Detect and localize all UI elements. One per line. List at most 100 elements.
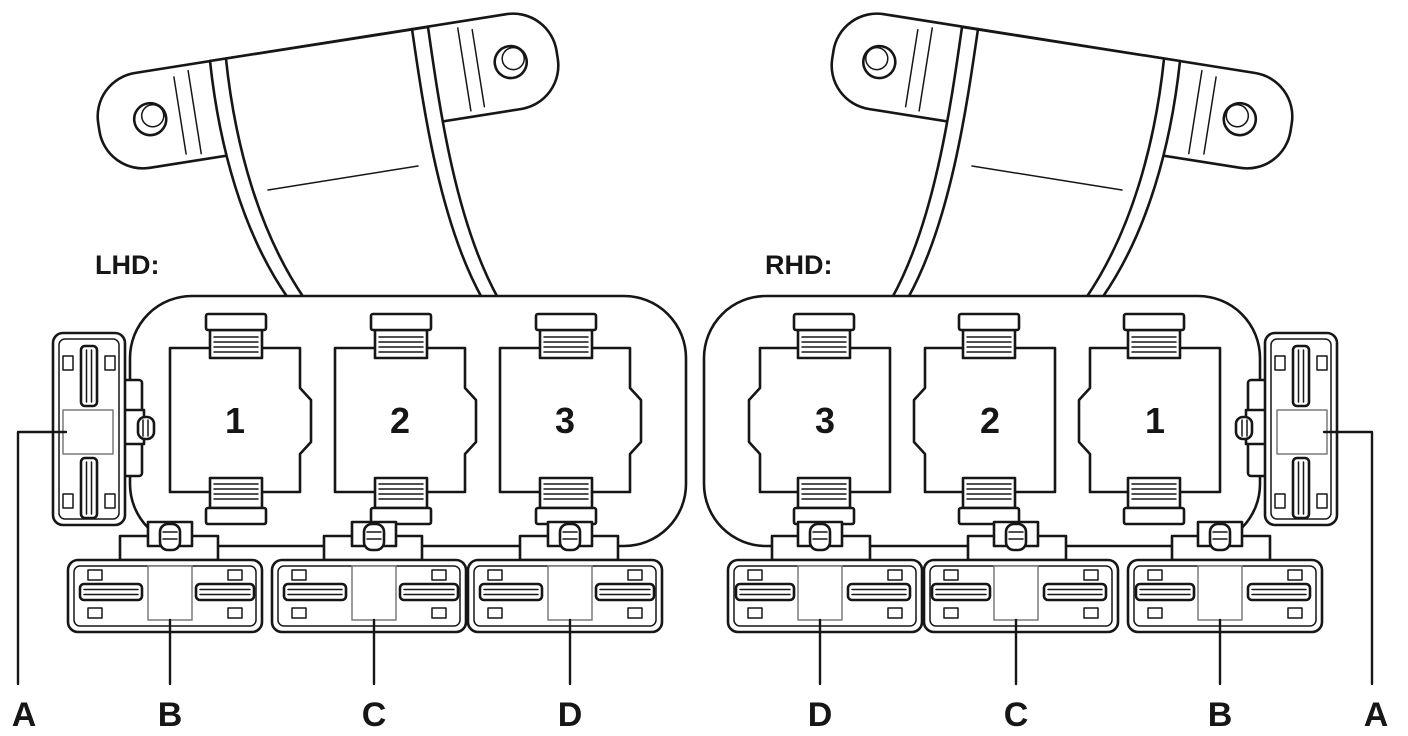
- rhd-bracket-strap: [890, 25, 1182, 300]
- clip-cap: [792, 312, 856, 332]
- connector-pin: [362, 522, 386, 552]
- connector-clip: [1083, 607, 1099, 619]
- lhd-bracket-hole-right: [493, 44, 529, 80]
- clip-grip-lines: [1131, 483, 1177, 500]
- connector-terminal-socket: [62, 409, 114, 455]
- bracket-ear-crease: [456, 27, 472, 112]
- connector-pin-ridges: [1008, 531, 1024, 540]
- rhd-connector-b: [1126, 520, 1324, 634]
- connector-clip: [1316, 493, 1328, 509]
- diagram-labels: LHD: 1 2 3 A B C D RHD: 3 2 1 D C B A: [12, 250, 1389, 734]
- connector-clip: [487, 607, 503, 619]
- lhd-connector-a: [51, 331, 156, 527]
- strap-leg-right-inner: [410, 27, 484, 300]
- connector-terminal-socket: [1276, 409, 1328, 455]
- lhd-callout-b: B: [158, 696, 183, 734]
- clip-base: [796, 476, 852, 510]
- blade-ridges: [403, 588, 455, 596]
- strap-fold-line: [971, 165, 1123, 191]
- clip-grip-lines: [543, 483, 589, 500]
- connector-pin: [158, 522, 182, 552]
- connector-blade-bottom: [79, 456, 99, 520]
- relay-top-clip: [534, 312, 598, 360]
- lhd-relay-socket-3: [498, 312, 643, 526]
- clip-grip-lines: [801, 483, 847, 500]
- connector-clip: [227, 569, 243, 581]
- connector-terminal-socket: [797, 565, 843, 621]
- strap-fold-line: [267, 165, 419, 191]
- clip-base: [1126, 476, 1182, 510]
- rhd-callout-d: D: [808, 696, 833, 734]
- connector-blade-right: [594, 582, 656, 602]
- bracket-hole-bore: [501, 46, 525, 71]
- strap-panel: [892, 27, 1180, 298]
- connector-pin: [136, 415, 156, 441]
- lhd-relay-number-3: 3: [555, 400, 575, 441]
- connector-blade-left: [1042, 582, 1108, 602]
- clip-base: [373, 328, 429, 360]
- blade-ridges: [1139, 588, 1191, 596]
- rhd-bracket-hole-right: [861, 44, 897, 80]
- rhd-relay-carrier-assembly: [702, 12, 1374, 686]
- connector-clip: [104, 493, 116, 509]
- rhd-connector-c: [922, 520, 1120, 634]
- clip-cap: [957, 506, 1021, 526]
- connector-pin-ridges: [162, 531, 178, 540]
- blade-ridges: [599, 588, 651, 596]
- lhd-heading: LHD:: [95, 250, 159, 280]
- clip-grip-lines: [966, 336, 1012, 353]
- rhd-callout-line-a: [1322, 430, 1374, 686]
- blade-ridges: [1297, 349, 1305, 403]
- blade-ridges: [83, 588, 139, 596]
- blade-ridges: [199, 588, 251, 596]
- blade-ridges: [851, 588, 907, 596]
- lhd-relay-number-2: 2: [390, 400, 410, 441]
- clip-grip-lines: [378, 336, 424, 353]
- connector-blade-top: [1291, 344, 1311, 408]
- clip-cap: [369, 506, 433, 526]
- connector-pin-ridges: [562, 531, 578, 540]
- connector-blade-right: [194, 582, 256, 602]
- connector-blade-right: [734, 582, 796, 602]
- connector-clip: [747, 569, 763, 581]
- connector-pin: [1004, 522, 1028, 552]
- connector-terminal-socket: [547, 565, 593, 621]
- connector-clip: [104, 355, 116, 371]
- blade-ridges: [739, 588, 791, 596]
- connector-clip: [1287, 607, 1303, 619]
- rhd-callout-lines: [818, 430, 1374, 686]
- bracket-hole-bore: [865, 46, 889, 71]
- connector-pin-ridges: [366, 531, 382, 540]
- connector-clip: [1147, 569, 1163, 581]
- relay-bottom-clip: [1122, 476, 1186, 526]
- connector-clip: [227, 607, 243, 619]
- clip-cap: [534, 312, 598, 332]
- rhd-callout-c: C: [1004, 696, 1029, 734]
- rhd-bracket-hole-left: [1222, 101, 1258, 137]
- relay-top-clip: [792, 312, 856, 360]
- clip-grip-lines: [378, 483, 424, 500]
- lhd-relay-number-1: 1: [225, 400, 245, 441]
- connector-blade-left: [282, 582, 348, 602]
- strap-leg-left-inner: [224, 57, 306, 300]
- connector-clip: [431, 569, 447, 581]
- lhd-callout-c: C: [362, 696, 387, 734]
- lhd-relay-carrier-assembly: [16, 12, 688, 686]
- lhd-callout-d: D: [558, 696, 583, 734]
- lhd-callout-a: A: [12, 696, 37, 734]
- rhd-callout-b: B: [1208, 696, 1233, 734]
- connector-clip: [627, 607, 643, 619]
- connector-clip: [62, 493, 74, 509]
- rhd-connector-d: [726, 520, 924, 634]
- clip-cap: [1122, 312, 1186, 332]
- lhd-callout-lines: [16, 430, 572, 686]
- clip-base: [373, 476, 429, 510]
- relay-top-clip: [204, 312, 268, 360]
- blade-ridges: [483, 588, 539, 596]
- connector-pin-ridges: [1212, 531, 1228, 540]
- strap-leg-left-inner: [1084, 57, 1166, 300]
- clip-base: [796, 328, 852, 360]
- strap-leg-left-outer: [208, 59, 290, 300]
- relay-bottom-clip: [957, 476, 1021, 526]
- bracket-ear-crease: [904, 28, 919, 108]
